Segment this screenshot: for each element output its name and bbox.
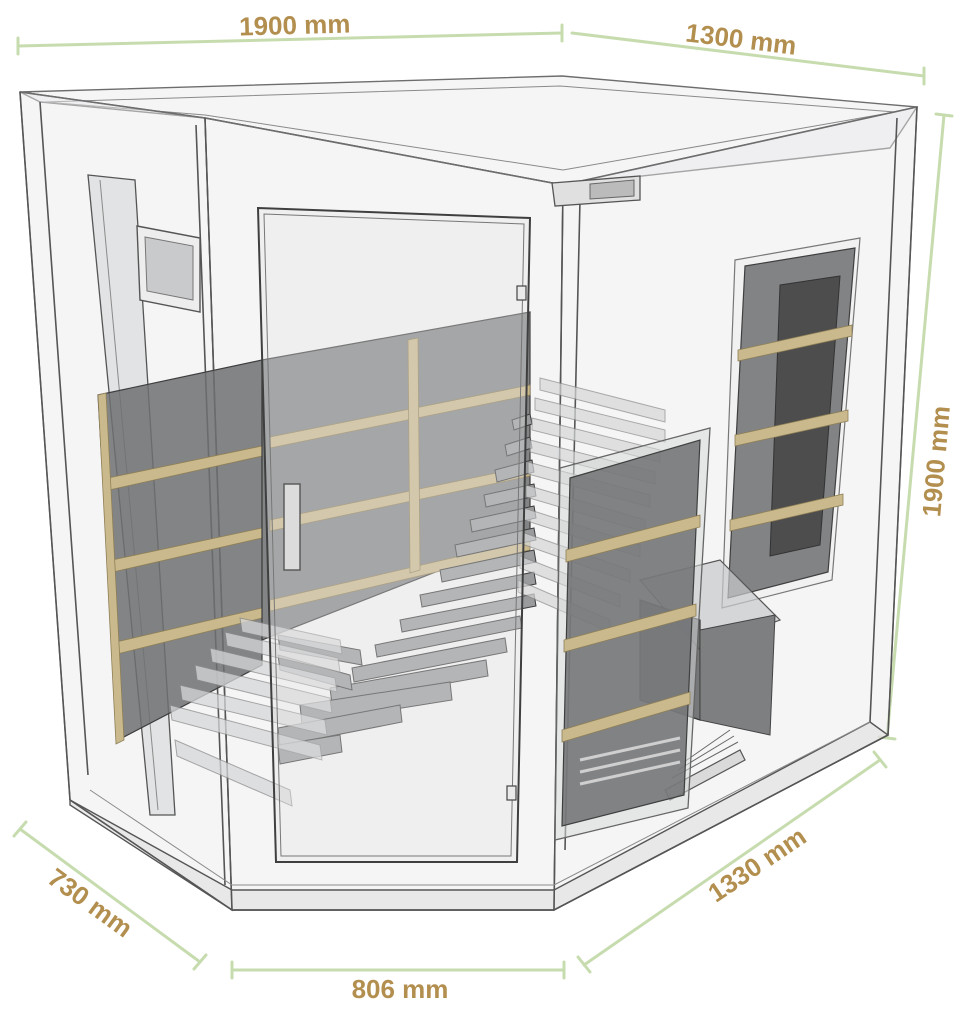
sauna-cabin [19,75,919,912]
glass-door [256,206,532,863]
side-heater-panel [554,427,711,841]
control-panel [136,225,201,313]
right-heater-panel [721,237,861,609]
dim-label-front-left: 730 mm [42,862,138,943]
dim-line-top-width [16,31,564,48]
roof [19,75,919,186]
lower-bench-slats [579,736,681,786]
back-heater-panel [261,311,531,641]
door-hinge-bottom [506,785,517,801]
dim-line-front-right [582,758,882,967]
left-heater-panel [97,359,263,745]
dim-label-top-width: 1900 mm [239,9,351,42]
door-handle [283,483,301,571]
ceiling-vent [551,175,641,207]
door-hinge-top [516,285,527,301]
bench-ghost-left [169,617,343,807]
dim-line-height [885,113,946,740]
dimension-lines [12,23,954,980]
dim-line-front-left [18,827,202,964]
dim-label-front-center: 806 mm [352,974,449,1004]
dim-line-top-depth [570,31,926,78]
dim-label-height: 1900 mm [916,404,956,518]
dim-label-front-right: 1330 mm [702,821,811,908]
